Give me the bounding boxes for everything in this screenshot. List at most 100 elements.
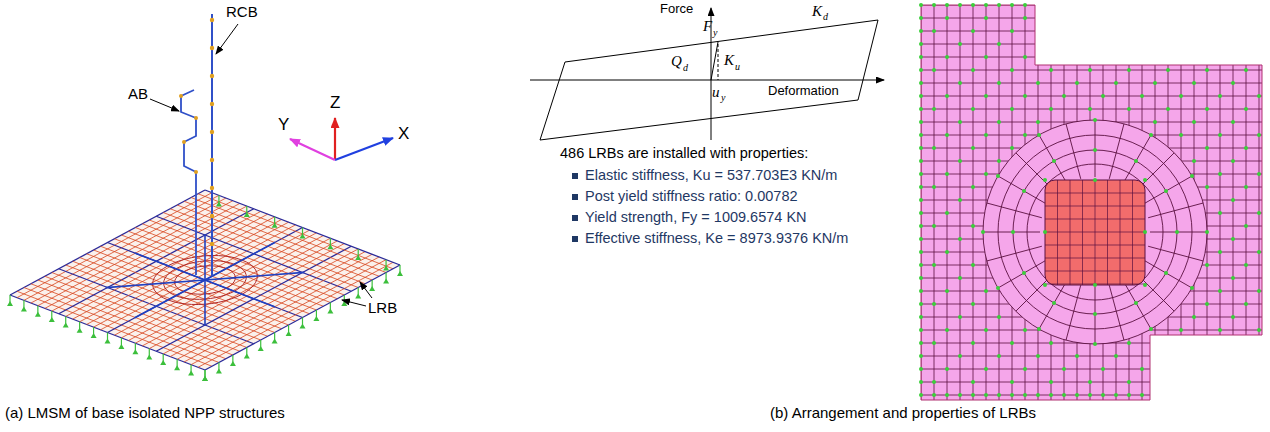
lrb-dot bbox=[984, 328, 988, 332]
lrb-dot bbox=[1231, 159, 1235, 163]
bullet-square bbox=[572, 194, 578, 200]
lrb-dot bbox=[1140, 94, 1144, 98]
lrb-dot bbox=[1010, 3, 1014, 7]
lrb-dot bbox=[932, 302, 936, 306]
lrb-dot bbox=[1114, 393, 1118, 397]
mesh-line bbox=[973, 0, 974, 432]
lrb-dot bbox=[997, 315, 1001, 319]
lrb-support-base bbox=[105, 339, 111, 344]
mesh-radial bbox=[987, 246, 1042, 261]
mat-grid-line bbox=[191, 260, 386, 365]
lrb-dot bbox=[1043, 230, 1047, 234]
lrb-dot bbox=[919, 211, 923, 215]
lrb-dot bbox=[996, 174, 1000, 178]
lrb-dot bbox=[1052, 159, 1056, 163]
lrb-dot bbox=[1143, 283, 1147, 287]
mat-grid-line bbox=[135, 238, 330, 343]
lrb-dot bbox=[1231, 120, 1235, 124]
symbol: K bbox=[812, 3, 822, 20]
lrb-support-base bbox=[355, 255, 361, 260]
lrb-dot bbox=[1052, 301, 1056, 305]
note-text: 486 LRBs are installed with properties: bbox=[560, 146, 808, 162]
mesh-line bbox=[900, 44, 1270, 45]
lrb-support-base bbox=[313, 316, 319, 321]
lrb-dot bbox=[958, 3, 962, 7]
lrb-support-base bbox=[286, 331, 292, 336]
lrb-dot bbox=[919, 224, 923, 228]
mesh-radial bbox=[1039, 135, 1068, 184]
mesh-line bbox=[900, 109, 1270, 110]
mesh-radial bbox=[1066, 285, 1081, 340]
lrb-dot bbox=[945, 367, 949, 371]
mesh-ring bbox=[1027, 164, 1163, 300]
leader-arrow bbox=[150, 99, 179, 111]
lrb-dot bbox=[1205, 146, 1209, 150]
lrb-dot bbox=[1153, 120, 1157, 124]
lrb-dot bbox=[1166, 68, 1170, 72]
lrb-dot bbox=[1218, 133, 1222, 137]
mat-grid-line bbox=[101, 225, 296, 330]
mesh-radial bbox=[1109, 285, 1124, 340]
central-mat bbox=[1045, 180, 1145, 285]
lrb-dot bbox=[1023, 3, 1027, 7]
lrb-dot bbox=[919, 380, 923, 384]
leader-arrow bbox=[360, 282, 372, 298]
lrb-support-base bbox=[202, 376, 208, 381]
lrb-dot bbox=[1153, 81, 1157, 85]
lrb-dot bbox=[1023, 94, 1027, 98]
mat-grid-line bbox=[184, 257, 379, 362]
lrb-dot bbox=[932, 107, 936, 111]
bullet-square bbox=[572, 173, 578, 179]
lrb-dot bbox=[919, 133, 923, 137]
lrb-dot bbox=[1010, 107, 1014, 111]
lrb-dot bbox=[1190, 286, 1194, 290]
lrb-dot bbox=[971, 107, 975, 111]
rigid-link bbox=[205, 272, 304, 280]
lrb-dot bbox=[1023, 16, 1027, 20]
mesh-ring bbox=[983, 120, 1207, 344]
lrb-dot bbox=[1143, 178, 1147, 182]
mat-grid-line bbox=[121, 235, 316, 310]
lrb-support-base bbox=[91, 333, 97, 338]
lrb-dot bbox=[1101, 367, 1105, 371]
lrb-support-base bbox=[188, 371, 194, 376]
mat-grid-line bbox=[156, 246, 351, 351]
mesh-line bbox=[900, 369, 1270, 370]
lrb-dot bbox=[919, 354, 923, 358]
lrb-dot bbox=[971, 380, 975, 384]
lrb-support-base bbox=[7, 301, 13, 306]
lrb-dot bbox=[919, 29, 923, 33]
subfigure-caption: (a) LMSM of base isolated NPP structures bbox=[5, 405, 285, 422]
elastic-branch bbox=[711, 42, 718, 80]
mat-grid-line bbox=[149, 244, 344, 349]
lrb-dot bbox=[919, 250, 923, 254]
lrb-dot bbox=[1010, 68, 1014, 72]
mesh-line bbox=[1120, 180, 1121, 285]
mesh-line bbox=[1070, 180, 1071, 285]
mat-grid-line bbox=[10, 295, 205, 370]
leader-arrow bbox=[216, 24, 238, 54]
lrb-dot bbox=[1231, 237, 1235, 241]
subscript: d bbox=[823, 11, 828, 22]
subfigure-caption: (b) Arrangement and properties of LRBs bbox=[770, 405, 1036, 422]
mesh-line bbox=[900, 70, 1270, 71]
lrb-dot bbox=[1049, 393, 1053, 397]
property-item: Elastic stiffness, Ku = 537.703E3 KN/m bbox=[585, 168, 837, 184]
mat-grid-line bbox=[38, 280, 233, 355]
lrb-dot bbox=[1244, 302, 1248, 306]
lrb-support-base bbox=[244, 212, 250, 217]
lrb-dot bbox=[1257, 94, 1261, 98]
lrb-support-base bbox=[146, 355, 152, 360]
mat-grid-line bbox=[45, 276, 240, 351]
lrb-dot bbox=[1179, 328, 1183, 332]
mesh-radial bbox=[1148, 203, 1203, 218]
lrb-dot bbox=[1164, 189, 1168, 193]
axis-label: Y bbox=[278, 116, 289, 135]
lrb-dot bbox=[1043, 178, 1047, 182]
lrb-dot bbox=[919, 276, 923, 280]
mat-grid-line bbox=[66, 211, 261, 316]
mat-grid-line bbox=[184, 201, 379, 276]
lrb-dot bbox=[984, 367, 988, 371]
lrb-dot bbox=[971, 393, 975, 397]
lrb-dot bbox=[984, 94, 988, 98]
